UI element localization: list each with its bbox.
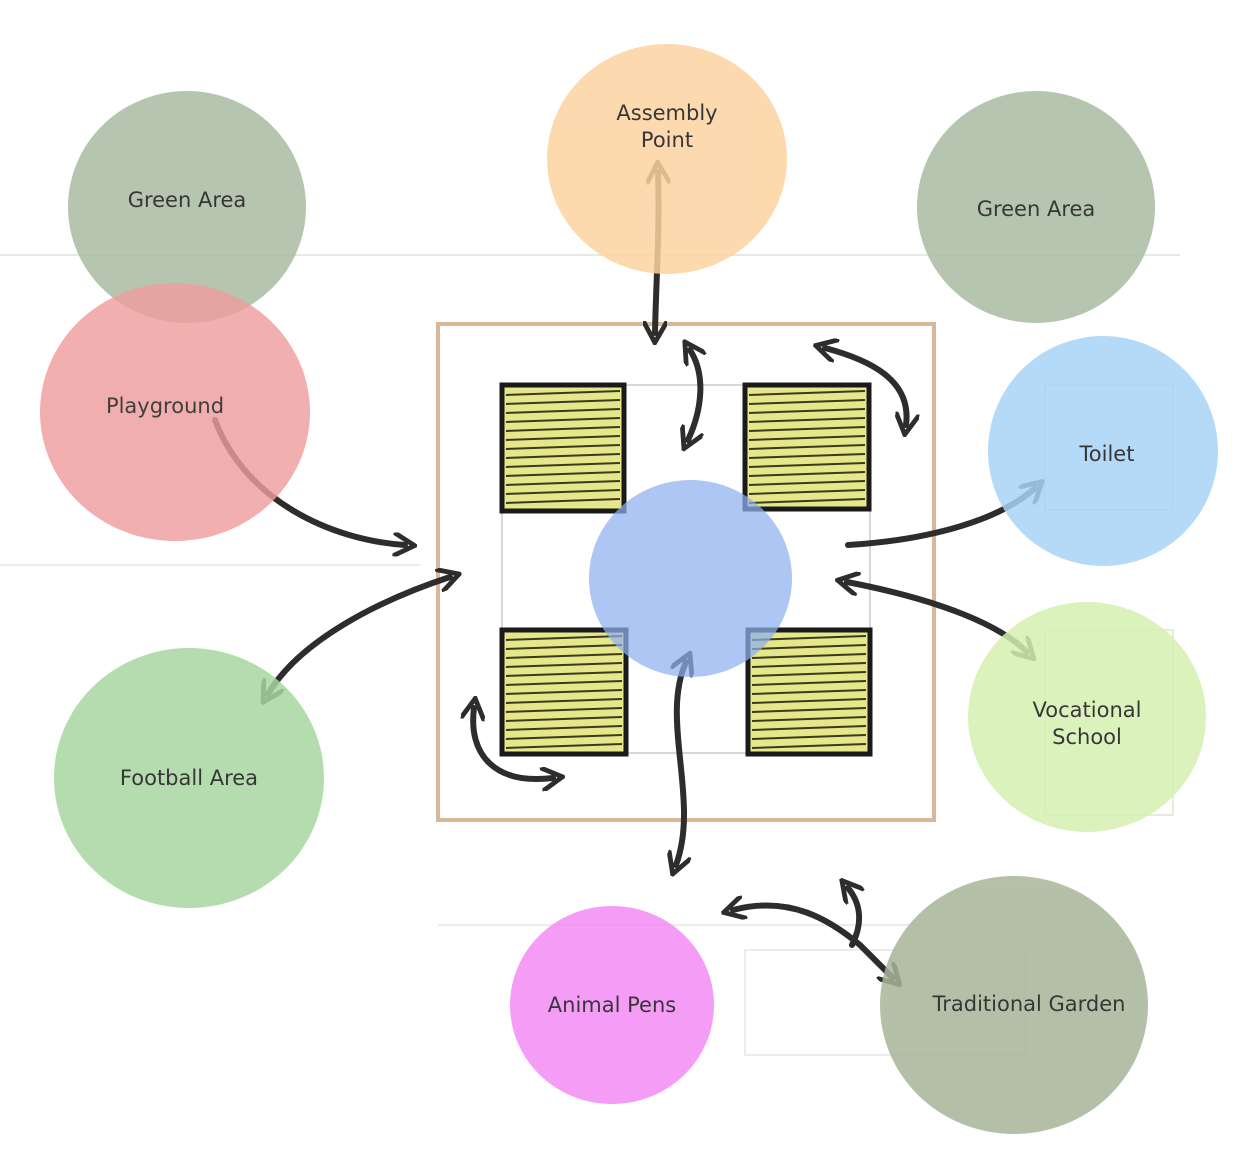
hatch-line	[751, 716, 867, 722]
hatch-line	[505, 689, 623, 695]
hatch-line	[748, 489, 866, 495]
zone-assembly-point: Assembly Point	[547, 44, 787, 274]
hatch-line	[505, 417, 621, 423]
zone-football-area: Football Area	[54, 648, 324, 908]
hatch-line	[505, 480, 621, 486]
zone-label: Animal Pens	[547, 992, 677, 1017]
zone-green-area-right: Green Area	[917, 91, 1155, 323]
arrow-bottom-left-corner	[473, 708, 553, 779]
hatch-line	[751, 680, 867, 686]
hatch-line	[505, 653, 623, 659]
arrow-top-inner-right	[825, 348, 907, 425]
hatch-line	[748, 453, 866, 459]
hatch-line	[751, 662, 867, 668]
hatch-line	[505, 489, 621, 495]
hatch-line	[751, 707, 867, 713]
hatch-line	[505, 453, 621, 459]
hatch-line	[505, 444, 621, 450]
zone-label: Toilet	[1079, 441, 1135, 466]
hatch-line	[751, 743, 867, 749]
hatch-line	[505, 671, 623, 677]
hatch-line	[748, 471, 866, 477]
zone-vocational-school: Vocational School	[968, 602, 1206, 832]
zone-central-hub	[589, 480, 792, 677]
zone-label: Green Area	[127, 187, 247, 212]
zone-label: Vocational School	[1032, 698, 1142, 749]
hatch-line	[505, 426, 621, 432]
arrow-animal-pens	[676, 662, 686, 865]
hatch-line	[751, 689, 867, 695]
hatch-line	[505, 462, 621, 468]
hatch-line	[751, 698, 867, 704]
hatch-line	[748, 498, 866, 504]
zone-label: Green Area	[976, 196, 1096, 221]
hatch-line	[748, 480, 866, 486]
zone-label: Playground	[105, 393, 225, 418]
hatch-line	[505, 390, 621, 396]
hatch-line	[505, 635, 623, 641]
zone-traditional-garden: Traditional Garden	[880, 876, 1148, 1134]
zone-label: Football Area	[119, 765, 259, 790]
arrow-top-inner-left	[688, 350, 700, 440]
hatch-line	[505, 662, 623, 668]
arrow-traditional-garden	[733, 905, 893, 978]
hatch-line	[505, 399, 621, 405]
zone-toilet: Toilet	[988, 336, 1218, 566]
hatch-line	[748, 462, 866, 468]
zone-animal-pens: Animal Pens	[510, 906, 714, 1104]
hatch-line	[505, 498, 621, 504]
arrow-garden-branch	[848, 888, 859, 948]
hatch-line	[751, 671, 867, 677]
hatch-line	[505, 471, 621, 477]
hatch-line	[505, 680, 623, 686]
hatch-line	[751, 734, 867, 740]
hatch-line	[748, 444, 866, 450]
zone-label: Traditional Garden	[932, 991, 1126, 1016]
hatch-line	[505, 644, 623, 650]
hatch-line	[505, 435, 621, 441]
hatch-line	[505, 408, 621, 414]
arrow-football-area	[268, 577, 450, 694]
zone-label: Assembly Point	[616, 101, 718, 152]
hatch-line	[751, 725, 867, 731]
zone-playground: Playground	[40, 283, 310, 541]
